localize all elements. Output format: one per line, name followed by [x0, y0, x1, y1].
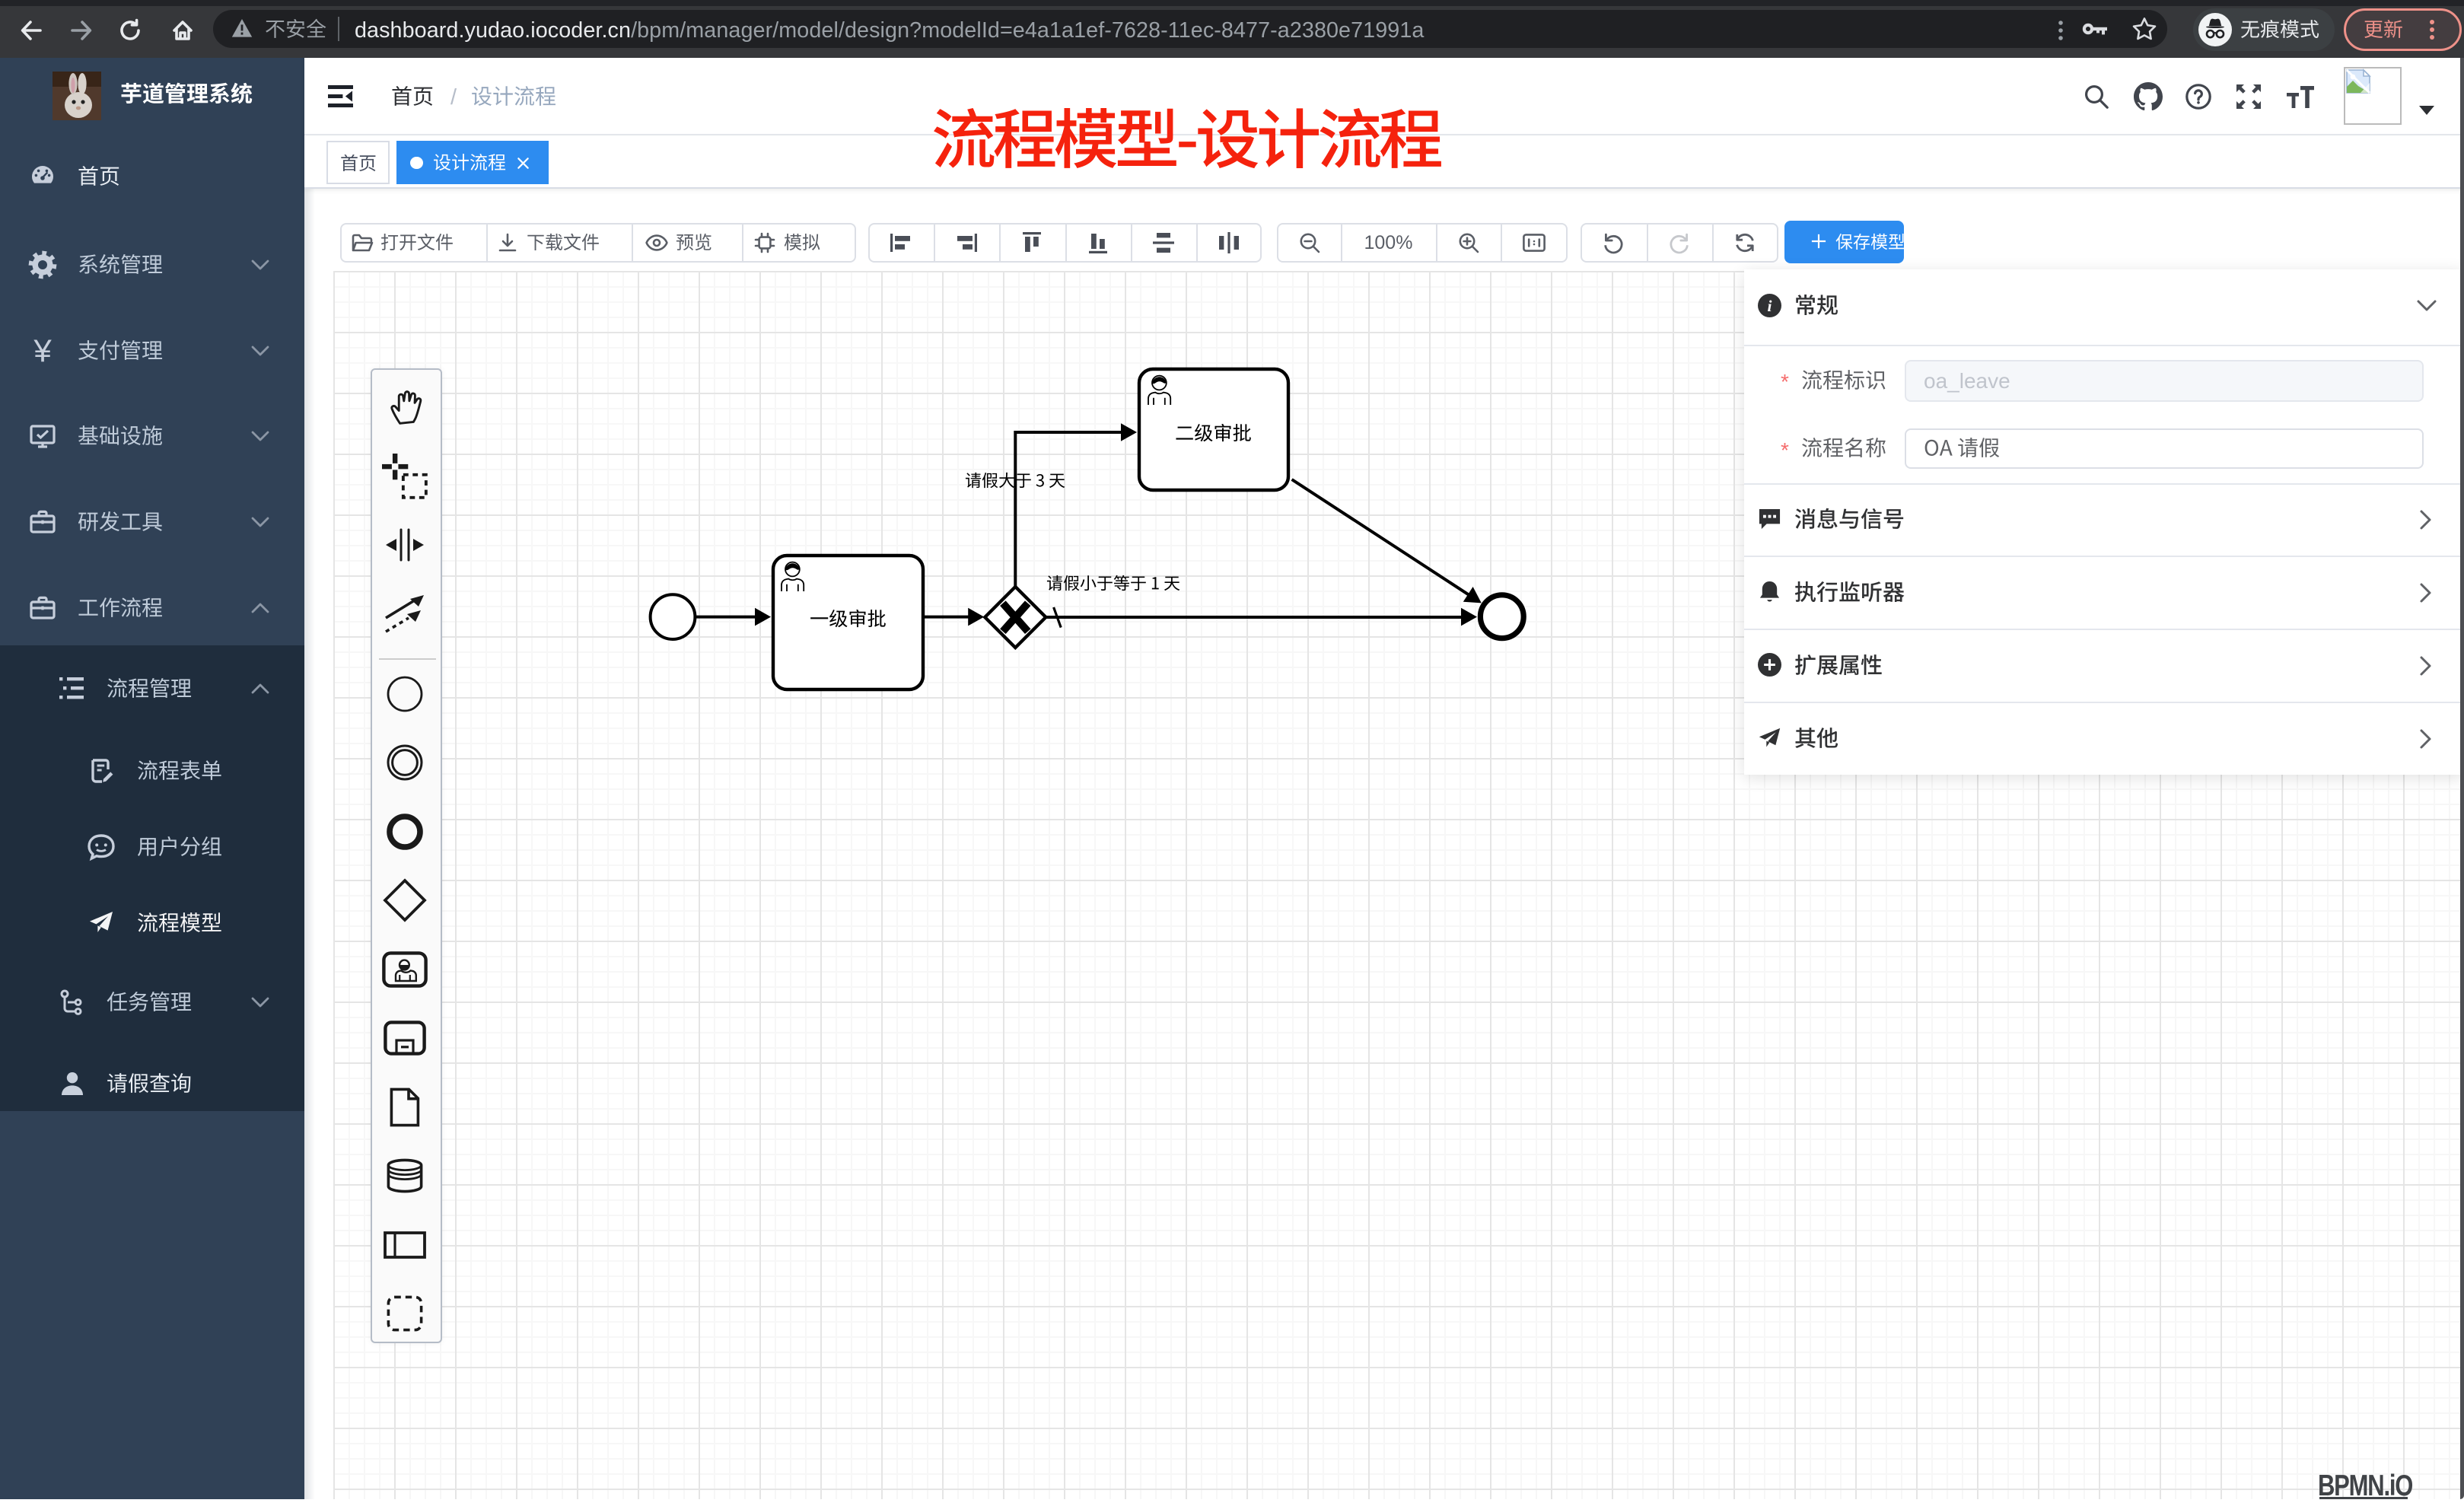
- svg-text:i: i: [1768, 297, 1772, 315]
